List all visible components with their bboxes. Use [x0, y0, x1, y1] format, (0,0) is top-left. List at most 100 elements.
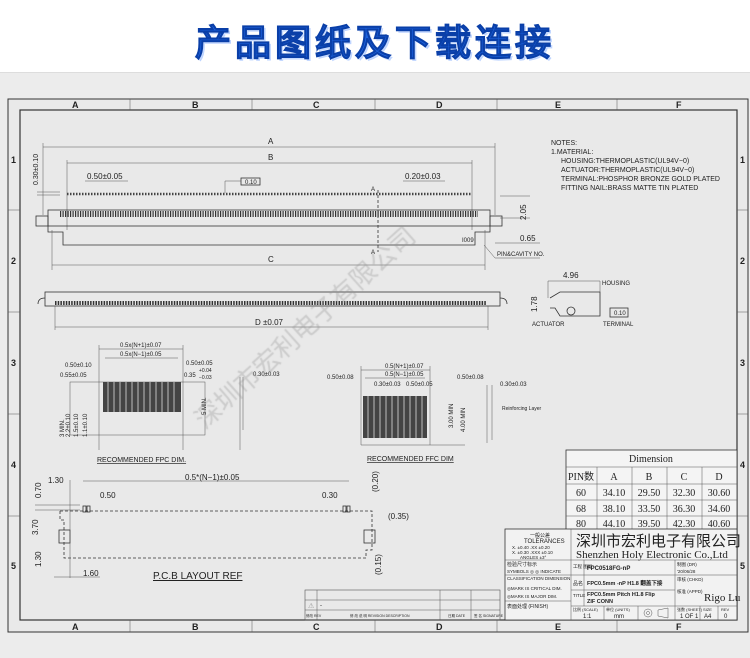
svg-text:一般公差: 一般公差	[530, 532, 550, 539]
svg-text:4.96: 4.96	[563, 271, 579, 280]
svg-text:40.60: 40.60	[708, 519, 731, 530]
svg-text:表面处理 (FINISH): 表面处理 (FINISH)	[507, 603, 548, 610]
svg-text:30.60: 30.60	[708, 488, 731, 499]
svg-text:'20/06/28: '20/06/28	[677, 569, 696, 574]
svg-text:B: B	[646, 472, 653, 483]
svg-text:E: E	[555, 622, 561, 632]
svg-text:(0.20): (0.20)	[371, 471, 380, 492]
svg-text:FPC0.5mm Pitch H1.8 Flip: FPC0.5mm Pitch H1.8 Flip	[587, 592, 655, 598]
svg-text:Shenzhen Holy Electronic Co.,L: Shenzhen Holy Electronic Co.,Ltd	[576, 549, 728, 561]
svg-text:0.50±0.05: 0.50±0.05	[406, 382, 433, 388]
svg-text:0.50: 0.50	[100, 491, 116, 500]
svg-text:B: B	[268, 153, 273, 162]
svg-text:33.50: 33.50	[638, 504, 661, 515]
svg-text:比例 (SCALE): 比例 (SCALE)	[573, 606, 599, 612]
svg-text:0.65: 0.65	[520, 234, 536, 243]
svg-text:D: D	[436, 622, 443, 632]
svg-text:◎MARK IS CRITICAL DIM.: ◎MARK IS CRITICAL DIM.	[507, 586, 562, 591]
svg-text:日期 DATE: 日期 DATE	[448, 613, 466, 618]
svg-text:HOUSING:THERMOPLASTIC(UL94V−0): HOUSING:THERMOPLASTIC(UL94V−0)	[561, 158, 689, 165]
svg-text:1.MATERIAL:: 1.MATERIAL:	[551, 149, 593, 156]
svg-text:A: A	[72, 100, 79, 110]
svg-text:E: E	[555, 100, 561, 110]
svg-text:-: -	[320, 603, 322, 609]
svg-text:HOUSING: HOUSING	[602, 281, 630, 287]
svg-text:深圳市宏利电子有限公司: 深圳市宏利电子有限公司	[576, 533, 741, 550]
svg-text:签 名 SIGNATURE: 签 名 SIGNATURE	[474, 613, 504, 618]
svg-text:NOTES:: NOTES:	[551, 140, 577, 147]
svg-text:ACTUATOR:THERMOPLASTIC(UL94V−0: ACTUATOR:THERMOPLASTIC(UL94V−0)	[561, 167, 694, 174]
svg-text:1.30: 1.30	[48, 476, 64, 485]
svg-text:0.10: 0.10	[614, 311, 626, 317]
svg-text:A: A	[268, 137, 274, 146]
svg-text:单位 (UNITS): 单位 (UNITS)	[606, 606, 630, 612]
svg-text:1.60: 1.60	[83, 569, 99, 578]
svg-text:0.5x(N+1)±0.07: 0.5x(N+1)±0.07	[120, 343, 162, 349]
svg-text:2.2±0.10: 2.2±0.10	[66, 413, 72, 437]
svg-text:1 OF 1: 1 OF 1	[680, 614, 699, 620]
svg-text:检验尺寸标示: 检验尺寸标示	[507, 561, 537, 568]
svg-text:C: C	[268, 255, 274, 264]
svg-text:0.30±0.03: 0.30±0.03	[374, 382, 401, 388]
svg-text:B: B	[192, 622, 199, 632]
svg-text:FPC0.5mm -nP H1.8 翻盖下接: FPC0.5mm -nP H1.8 翻盖下接	[587, 579, 663, 587]
svg-text:2.05: 2.05	[519, 204, 528, 220]
svg-text:42.30: 42.30	[673, 519, 696, 530]
svg-text:44.10: 44.10	[603, 519, 626, 530]
svg-text:A4: A4	[704, 614, 712, 620]
svg-text:1: 1	[11, 155, 16, 165]
svg-text:A: A	[610, 472, 618, 483]
svg-text:0.30: 0.30	[322, 491, 338, 500]
svg-text:C: C	[681, 472, 688, 483]
svg-text:36.30: 36.30	[673, 504, 696, 515]
svg-text:SIZE: SIZE	[703, 607, 712, 612]
svg-text:RECOMMENDED FFC DIM: RECOMMENDED FFC DIM	[367, 456, 454, 463]
svg-text:0.35: 0.35	[184, 373, 196, 379]
svg-text:1.5±0.10: 1.5±0.10	[74, 413, 80, 437]
svg-text:D: D	[436, 100, 443, 110]
svg-text:RECOMMENDED FPC DIM.: RECOMMENDED FPC DIM.	[97, 457, 186, 464]
svg-text:4: 4	[740, 460, 745, 470]
svg-text:张数 (SHEET): 张数 (SHEET)	[677, 606, 703, 612]
svg-text:0.30±0.03: 0.30±0.03	[500, 382, 527, 388]
svg-text:FPC0518FG-nP: FPC0518FG-nP	[587, 566, 630, 572]
svg-text:审核 (CHKD): 审核 (CHKD)	[677, 576, 703, 583]
svg-text:I009: I009	[462, 238, 474, 244]
svg-text:ANGLES ±3°: ANGLES ±3°	[520, 555, 546, 560]
svg-text:1:1: 1:1	[583, 614, 592, 620]
svg-text:0.50±0.08: 0.50±0.08	[327, 375, 354, 381]
svg-text:(0.15): (0.15)	[374, 554, 383, 575]
svg-text:5 MIN.: 5 MIN.	[202, 397, 208, 415]
svg-text:A: A	[371, 187, 375, 193]
svg-text:CLASSIFICATION DIMENSION: CLASSIFICATION DIMENSION	[507, 576, 570, 581]
title-block: 一般公差 TOLERANCES X. ±0.40 .XX ±0.20 X. ±0…	[504, 528, 741, 621]
svg-text:3: 3	[740, 358, 745, 368]
svg-text:0.5x(N−1)±0.05: 0.5x(N−1)±0.05	[120, 352, 162, 358]
svg-text:4: 4	[11, 460, 16, 470]
svg-text:PIN&CAVITY NO.: PIN&CAVITY NO.	[497, 252, 545, 258]
svg-text:P.C.B LAYOUT REF: P.C.B LAYOUT REF	[153, 571, 242, 582]
svg-text:FITTING NAIL:BRASS MATTE TI: FITTING NAIL:BRASS MATTE TIN PLATED	[561, 185, 698, 192]
svg-text:C: C	[313, 622, 320, 632]
svg-text:1.1±0.10: 1.1±0.10	[83, 413, 89, 437]
svg-text:1.30: 1.30	[34, 551, 43, 567]
svg-text:3.70: 3.70	[31, 519, 40, 535]
svg-text:TERMINAL:PHOSPHOR BRONZE GOL: TERMINAL:PHOSPHOR BRONZE GOLD PLATED	[561, 176, 720, 183]
svg-text:68: 68	[576, 504, 586, 515]
svg-text:F: F	[676, 100, 682, 110]
svg-text:0.5(N−1)±0.05: 0.5(N−1)±0.05	[385, 372, 424, 378]
svg-text:mm: mm	[614, 614, 624, 620]
svg-text:品名: 品名	[573, 580, 583, 587]
svg-text:PIN数: PIN数	[568, 470, 594, 483]
svg-text:TERMINAL: TERMINAL	[603, 322, 634, 328]
svg-text:核准 (APPD): 核准 (APPD)	[677, 588, 703, 595]
svg-text:3: 3	[11, 358, 16, 368]
svg-text:0.10: 0.10	[245, 180, 257, 186]
svg-text:38.10: 38.10	[603, 504, 626, 515]
svg-text:REV: REV	[721, 607, 730, 612]
svg-text:2: 2	[11, 256, 16, 266]
svg-text:B: B	[192, 100, 199, 110]
svg-text:Rigo Lu: Rigo Lu	[704, 592, 741, 604]
svg-text:Reinforcing Layer: Reinforcing Layer	[502, 406, 542, 412]
